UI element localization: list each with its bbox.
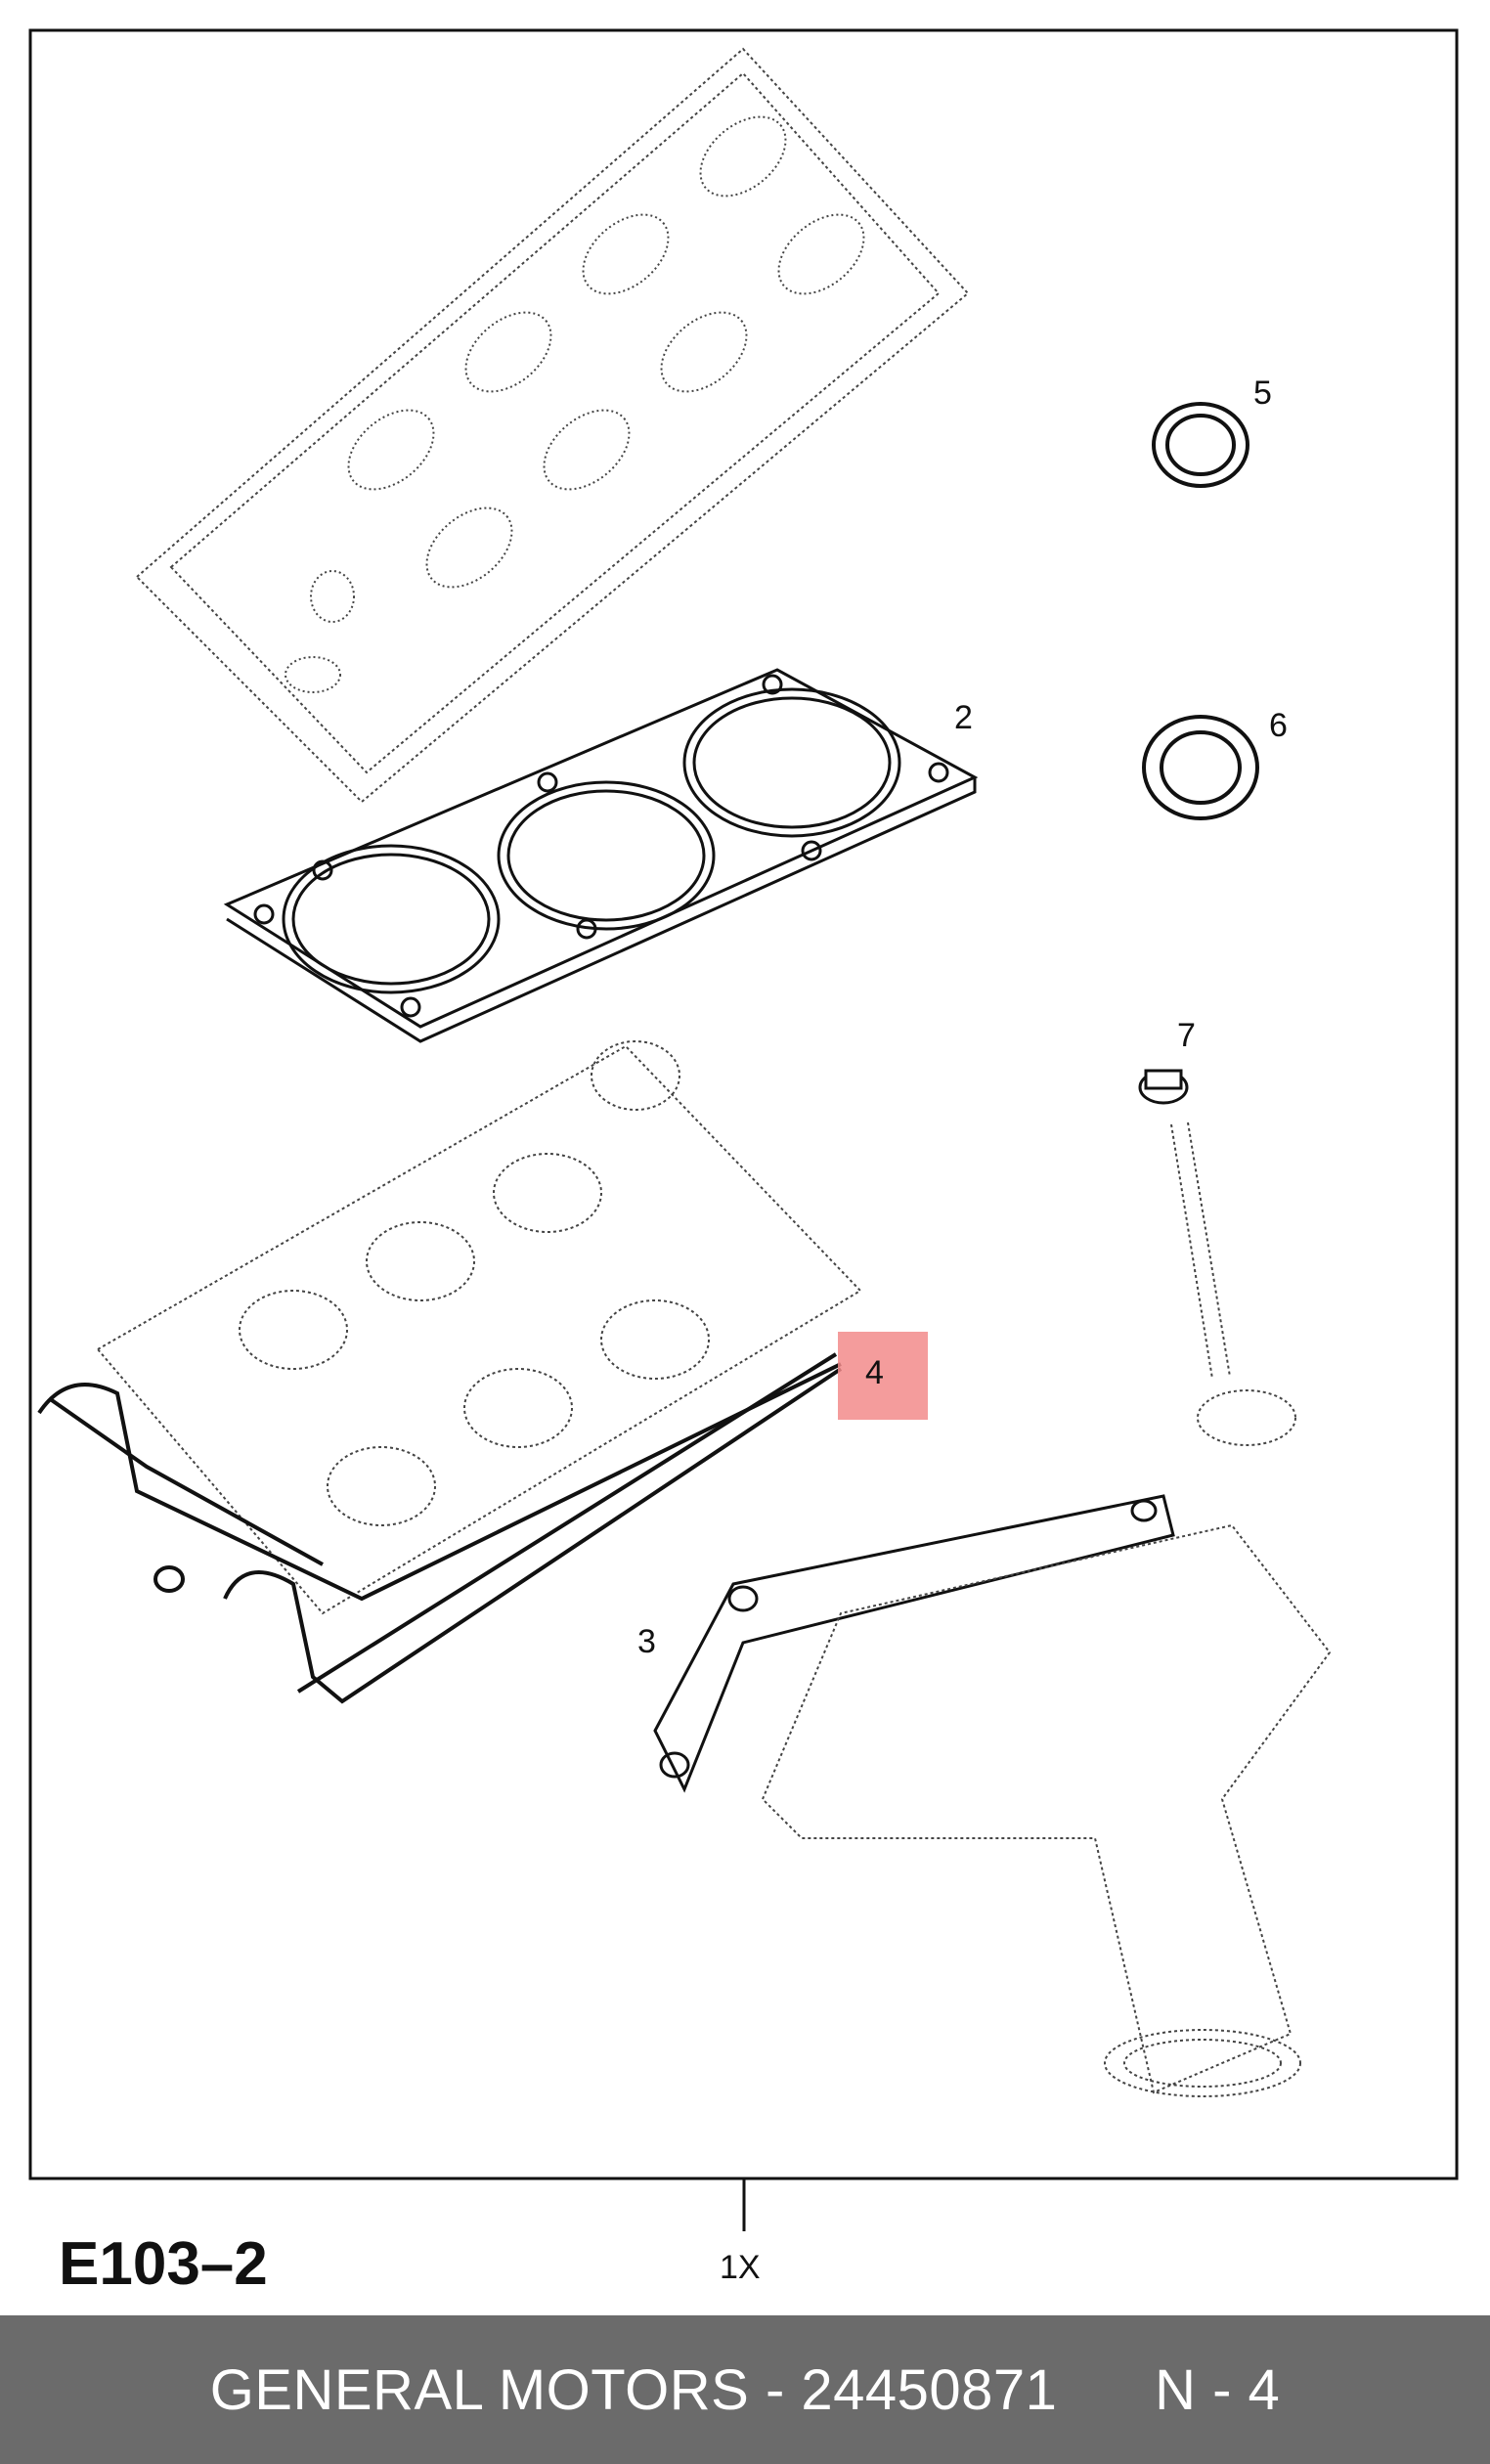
exhaust-manifold-drawing [761,1523,1332,2097]
valve-stem-drawing [1170,1122,1296,1446]
seal-6-drawing [1142,715,1259,820]
footer-bar: GENERAL MOTORS - 24450871 N - 4 [0,2315,1490,2464]
manifold-gasket-drawing [653,1494,1175,1793]
callout-4-highlight [838,1332,928,1420]
cylinder-head-drawing [135,47,970,804]
parts-diagram: 2 3 4 5 6 7 1X E103–2 [28,28,1459,2298]
callout-4: 4 [865,1354,884,1391]
camshaft-cover-drawing [96,1040,862,1615]
valve-drawing [1138,1069,1189,1105]
valve-cover-gasket-drawing [37,1352,843,1704]
callout-6: 6 [1269,707,1288,744]
diagram-code: E103–2 [59,2230,268,2298]
seal-5-drawing [1152,402,1249,488]
footer-part-info: GENERAL MOTORS - 24450871 N - 4 [209,2357,1281,2422]
diagram-frame [28,28,1459,2180]
callout-2: 2 [954,699,973,736]
callout-3: 3 [637,1623,656,1660]
callout-5: 5 [1253,374,1272,412]
head-gasket-drawing [223,668,979,1043]
callout-7: 7 [1177,1017,1196,1054]
quantity-label: 1X [720,2249,761,2286]
